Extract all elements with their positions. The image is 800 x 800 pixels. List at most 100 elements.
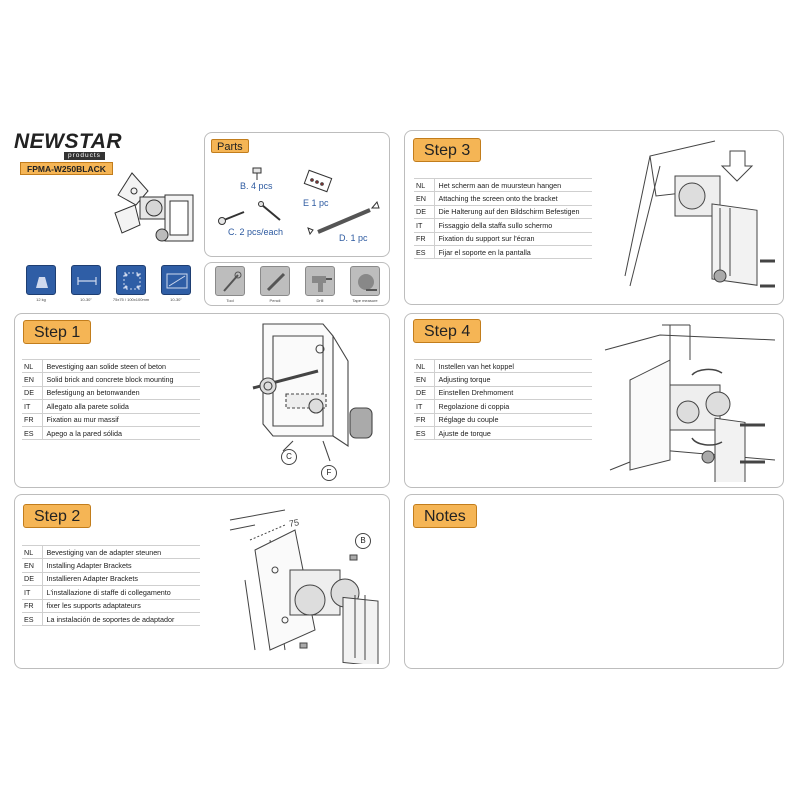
lang-code: DE	[22, 385, 43, 401]
instruction-text: Einstellen Drehmoment	[434, 385, 592, 401]
brand-logo: NEWSTAR products	[14, 130, 134, 160]
instruction-text: Apego a la pared sólida	[42, 425, 200, 441]
instruction-text: L'installazione di staffe di collegament…	[42, 585, 200, 600]
step3-title: Step 3	[413, 138, 482, 162]
lang-code: DE	[22, 571, 43, 587]
model-number: FPMA-W250BLACK	[20, 162, 113, 175]
instruction-text: Solid brick and concrete block mounting	[42, 372, 200, 387]
lang-code: IT	[414, 399, 435, 414]
step4-illustration	[604, 324, 776, 482]
instruction-text: Befestigung an betonwanden	[42, 385, 200, 401]
tool-label: Pencil	[269, 298, 281, 303]
lang-code: IT	[414, 218, 435, 233]
lang-code: NL	[414, 358, 435, 374]
instruction-text: Die Halterung auf den Bildschirm Befesti…	[434, 204, 592, 220]
weight-icon	[26, 265, 56, 295]
tool-label: Tape measure	[352, 298, 378, 303]
instruction-text: Het scherm aan de muursteun hangen	[434, 177, 592, 193]
instruction-text: Instellen van het koppel	[434, 358, 592, 374]
tool-label: Tool	[226, 298, 234, 303]
callout-f: F	[321, 465, 337, 481]
lang-code: EN	[22, 558, 43, 573]
lang-code: FR	[22, 412, 43, 427]
step1-illustration	[252, 323, 373, 462]
spec-label: 75x75 / 100x100mm	[112, 297, 150, 302]
lang-code: FR	[22, 598, 43, 613]
step4-title: Step 4	[413, 319, 482, 343]
screen-size-icon	[161, 265, 191, 295]
spec-label: 10-30"	[170, 297, 182, 302]
pencil-icon	[260, 266, 290, 296]
instruction-text: Bevestiging aan solide steen of beton	[42, 358, 200, 374]
callout-b: B	[355, 533, 371, 549]
instruction-text: Fixation du support sur l'écran	[434, 231, 592, 246]
tape-measure-icon	[350, 266, 380, 296]
vesa-pattern-icon	[116, 265, 146, 295]
lang-code: EN	[414, 372, 435, 387]
lang-code: EN	[414, 191, 435, 206]
instruction-text: La instalación de soportes de adaptador	[42, 611, 200, 627]
step1-title: Step 1	[23, 320, 92, 344]
instruction-text: Fixation au mur massif	[42, 412, 200, 427]
lang-code: FR	[414, 412, 435, 427]
notes-panel: Notes	[404, 494, 784, 669]
instruction-text: Attaching the screen onto the bracket	[434, 191, 592, 206]
notes-title: Notes	[413, 504, 477, 528]
tool-icon	[215, 266, 245, 296]
lang-code: NL	[22, 358, 43, 374]
instruction-text: Installieren Adapter Brackets	[42, 571, 200, 587]
instruction-text: Fijar el soporte en la pantalla	[434, 244, 592, 260]
dimension-label: 75	[288, 517, 300, 529]
lang-code: ES	[414, 244, 435, 260]
step3-illustration	[624, 140, 775, 288]
instruction-text: Fissaggio della staffa sullo schermo	[434, 218, 592, 233]
lang-code: FR	[414, 231, 435, 246]
parts-title: Parts	[211, 139, 249, 153]
lang-code: NL	[414, 177, 435, 193]
brand-name: NEWSTAR	[14, 130, 123, 153]
spec-label: 10-30"	[80, 297, 92, 302]
part-b-label: B. 4 pcs	[240, 181, 273, 191]
instruction-text: Installing Adapter Brackets	[42, 558, 200, 573]
part-d-label: D. 1 pc	[339, 233, 368, 243]
spec-label: 12 kg	[36, 297, 46, 302]
part-e-label: E 1 pc	[303, 198, 329, 208]
lang-code: NL	[22, 544, 43, 560]
instruction-text: Bevestiging van de adapter steunen	[42, 544, 200, 560]
instruction-text: Réglage du couple	[434, 412, 592, 427]
lang-code: DE	[414, 204, 435, 220]
part-c-label: C. 2 pcs/each	[228, 227, 284, 237]
instruction-text: Regolazione di coppia	[434, 399, 592, 414]
instruction-text: Adjusting torque	[434, 372, 592, 387]
drill-icon	[305, 266, 335, 296]
parts-illustration	[218, 167, 380, 236]
